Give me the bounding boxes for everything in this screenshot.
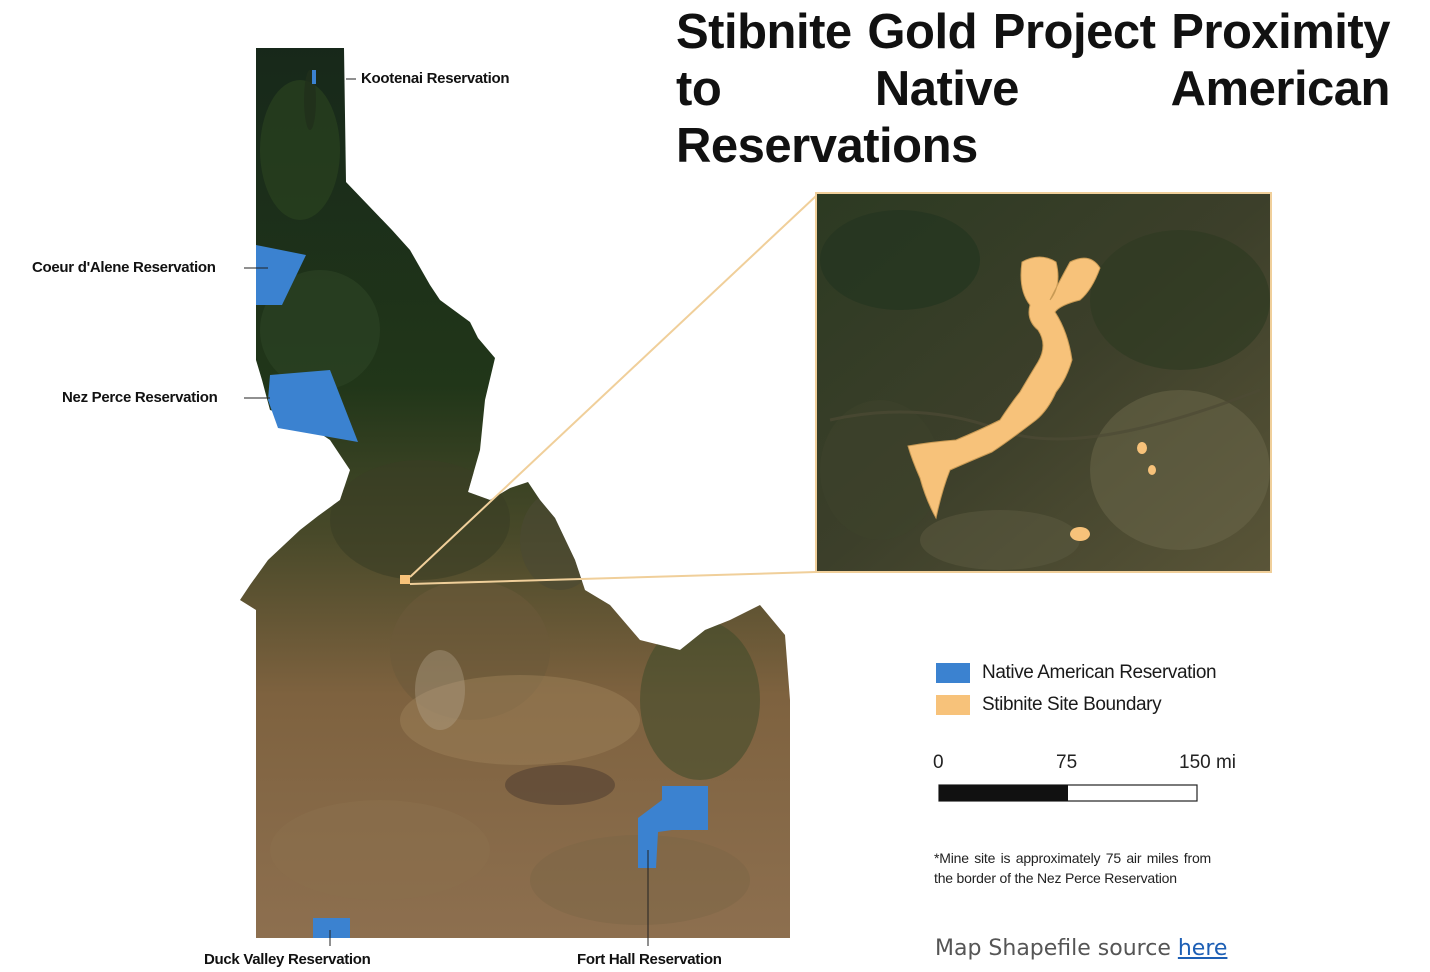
legend-label-reservation: Native American Reservation xyxy=(982,662,1217,683)
idaho-state-imagery xyxy=(240,48,790,938)
site-boundary-patch xyxy=(1148,465,1156,475)
source-prefix: Map Shapefile source xyxy=(935,936,1178,961)
duck-valley-reservation-shape xyxy=(313,918,350,938)
legend-label-site-boundary: Stibnite Site Boundary xyxy=(982,694,1162,715)
title-line-1: Stibnite Gold Project Proximity xyxy=(676,5,1391,59)
nez-perce-reservation-shape xyxy=(268,370,358,442)
label-fort-hall-reservation: Fort Hall Reservation xyxy=(577,951,722,968)
stibnite-inset-map xyxy=(815,192,1272,573)
footnote: *Mine site is approximately 75 air miles… xyxy=(934,850,1211,886)
site-boundary-patch xyxy=(1137,442,1147,454)
callout-line-bottom xyxy=(409,571,817,585)
title-line-2: to Native American Reservations xyxy=(676,62,1391,173)
legend-item-site-boundary: Stibnite Site Boundary xyxy=(936,693,1162,717)
stibnite-site-boundary-shape xyxy=(907,256,1101,520)
scale-tick-75: 75 xyxy=(1056,752,1078,773)
label-nez-perce-reservation: Nez Perce Reservation xyxy=(62,389,218,406)
map-title: Stibnite Gold Project Proximity to Nativ… xyxy=(676,4,1391,175)
source-link[interactable]: here xyxy=(1177,936,1228,961)
legend-swatch-reservation xyxy=(936,663,970,683)
fort-hall-reservation-shape xyxy=(638,786,708,868)
scale-tick-0: 0 xyxy=(933,752,944,773)
label-duck-valley-reservation: Duck Valley Reservation xyxy=(204,951,371,968)
shapefile-source: Map Shapefile source here xyxy=(935,936,1227,961)
legend-swatch-site-boundary xyxy=(936,695,970,715)
callout-line-top xyxy=(409,195,817,578)
coeur-dalene-reservation-shape xyxy=(256,245,306,305)
kootenai-reservation-shape xyxy=(312,70,316,84)
stibnite-site-marker xyxy=(400,575,410,584)
site-boundary-patch xyxy=(1070,527,1090,541)
scale-bar xyxy=(938,784,1198,802)
legend-item-reservation: Native American Reservation xyxy=(936,661,1217,685)
scale-tick-150: 150 mi xyxy=(1179,752,1237,773)
label-kootenai-reservation: Kootenai Reservation xyxy=(361,70,510,87)
label-coeur-dalene-reservation: Coeur d'Alene Reservation xyxy=(32,259,216,276)
